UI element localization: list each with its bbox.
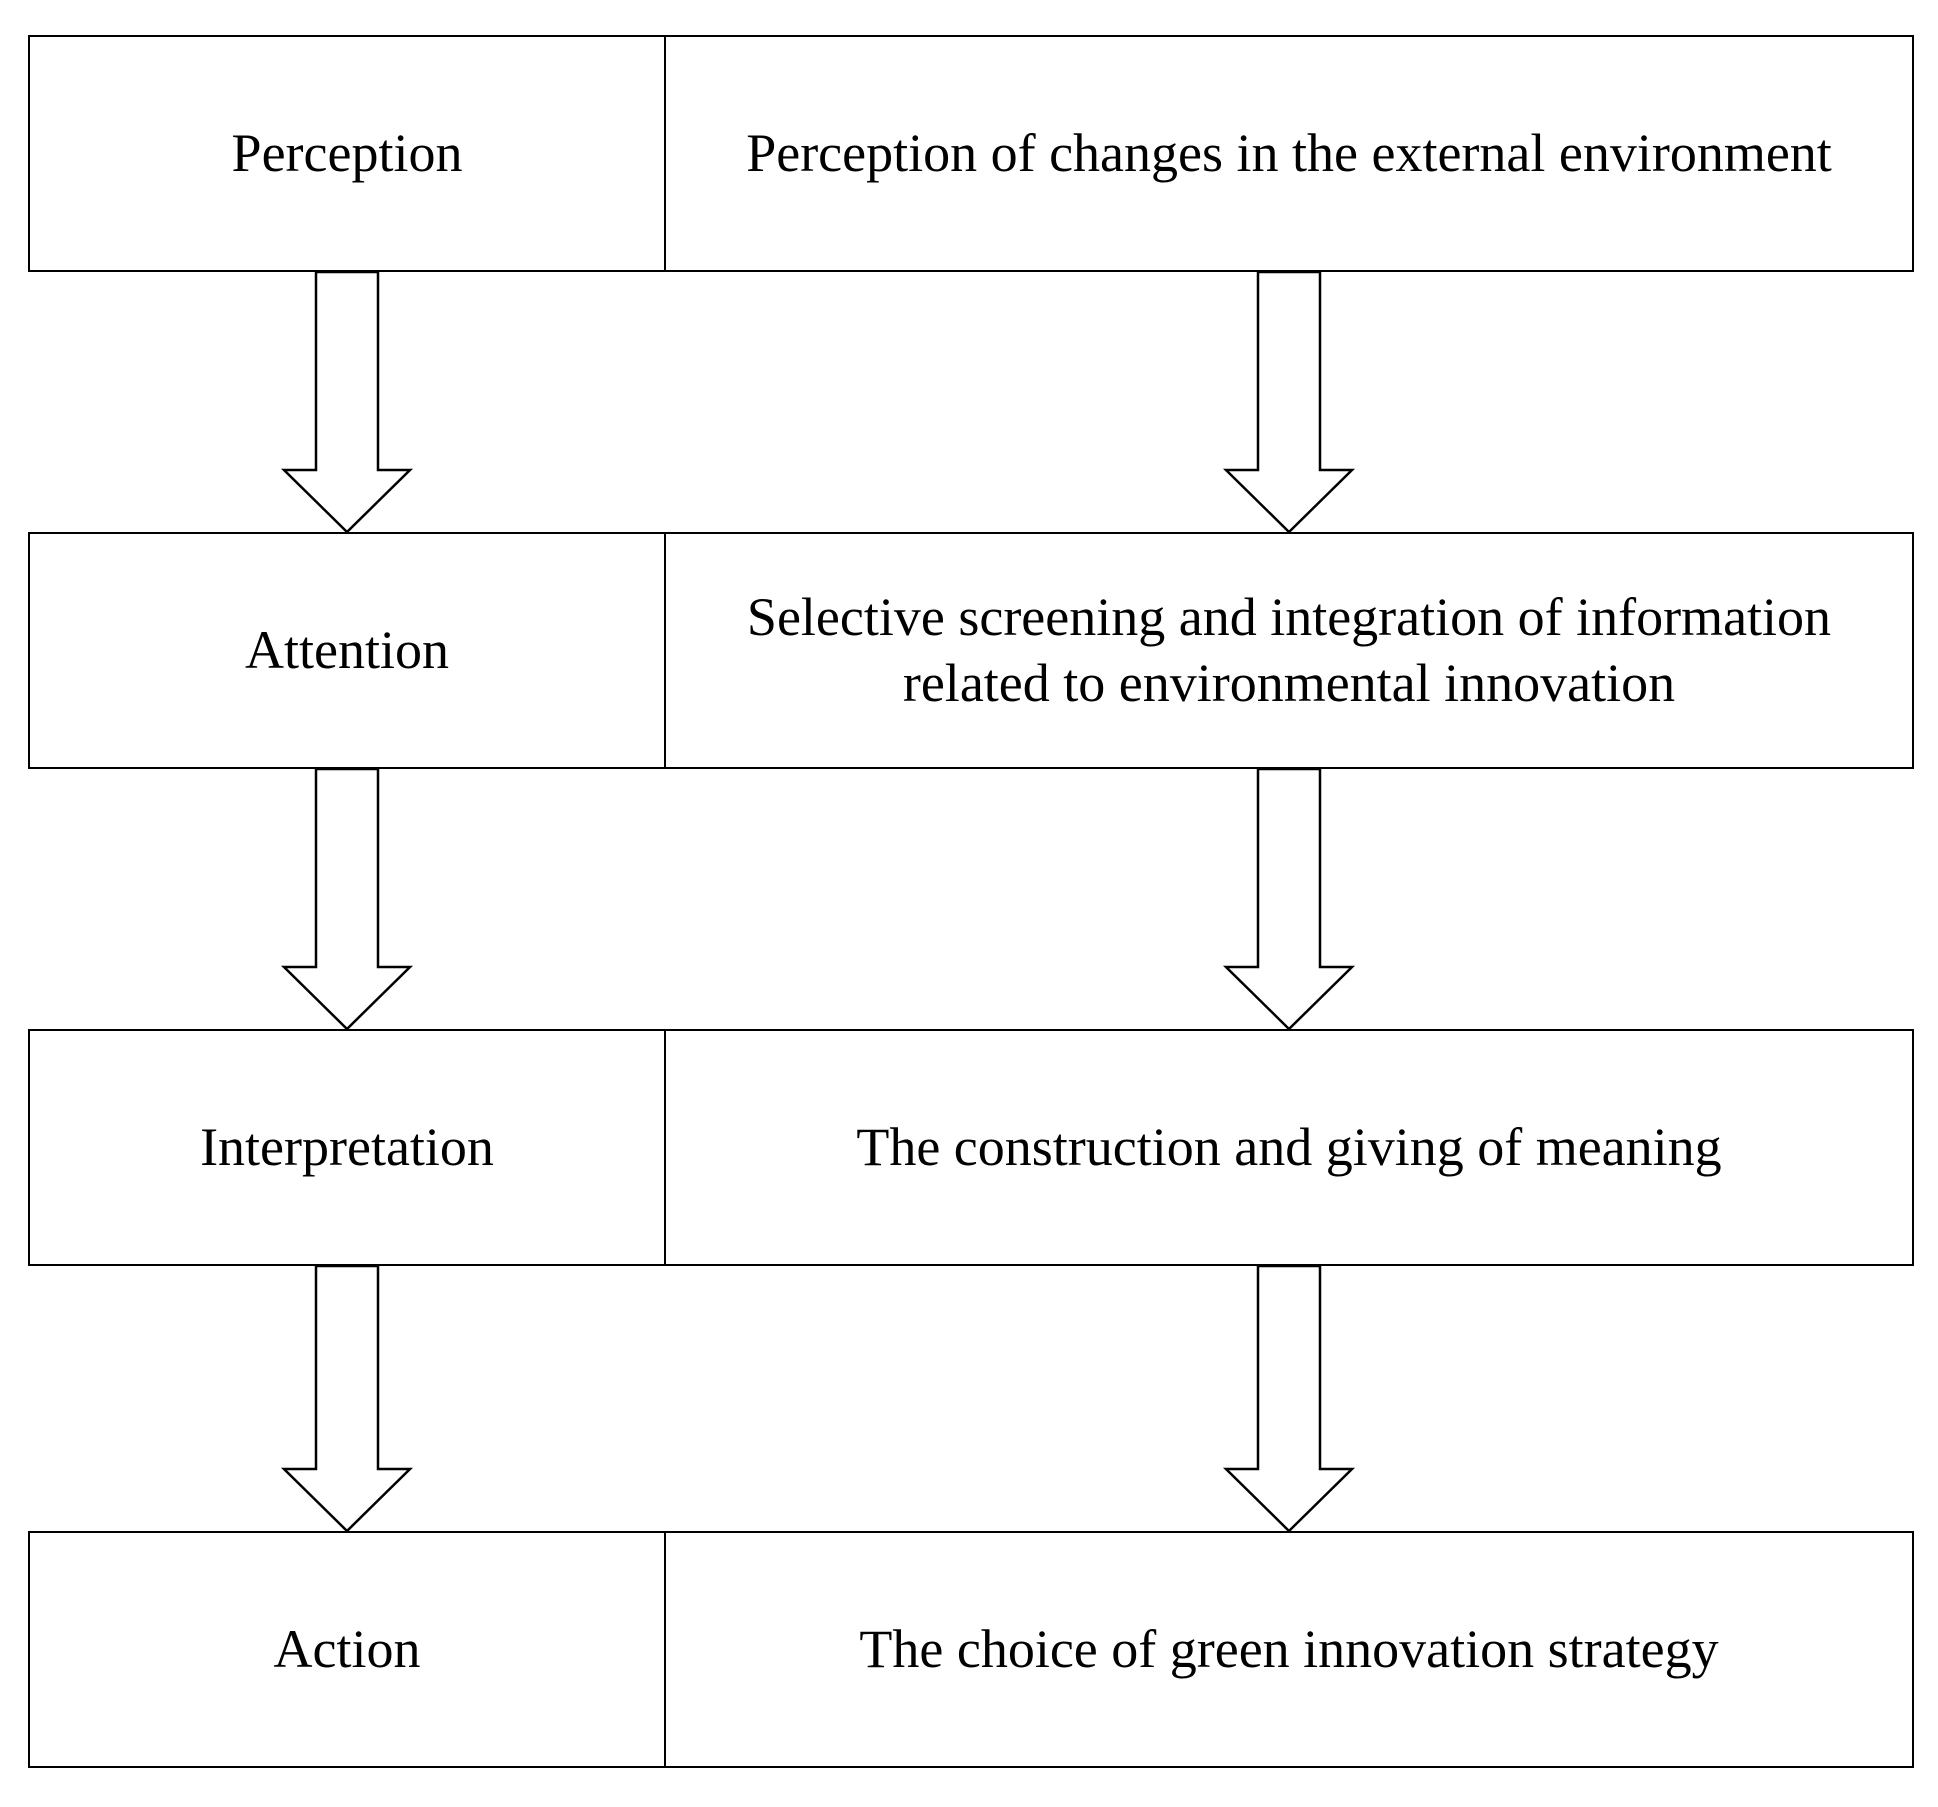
stage-label: Perception	[30, 37, 666, 270]
stage-row-perception: Perception Perception of changes in the …	[28, 35, 1914, 272]
down-arrow-icon	[1222, 270, 1356, 534]
stage-label: Attention	[30, 534, 666, 767]
down-arrow-icon	[280, 1264, 414, 1533]
stage-description: The choice of green innovation strategy	[859, 1618, 1719, 1679]
stage-description: Perception of changes in the external en…	[746, 122, 1832, 183]
down-arrow-icon	[280, 270, 414, 534]
stage-label: Interpretation	[30, 1031, 666, 1264]
stage-description: Selective screening and integration of i…	[746, 586, 1832, 713]
stage-row-interpretation: Interpretation The construction and givi…	[28, 1029, 1914, 1266]
stage-row-attention: Attention Selective screening and integr…	[28, 532, 1914, 769]
down-arrow-icon	[280, 767, 414, 1031]
stage-row-action: Action The choice of green innovation st…	[28, 1531, 1914, 1768]
stage-label: Action	[30, 1533, 666, 1766]
down-arrow-icon	[1222, 767, 1356, 1031]
stage-description: The construction and giving of meaning	[856, 1116, 1722, 1177]
down-arrow-icon	[1222, 1264, 1356, 1533]
